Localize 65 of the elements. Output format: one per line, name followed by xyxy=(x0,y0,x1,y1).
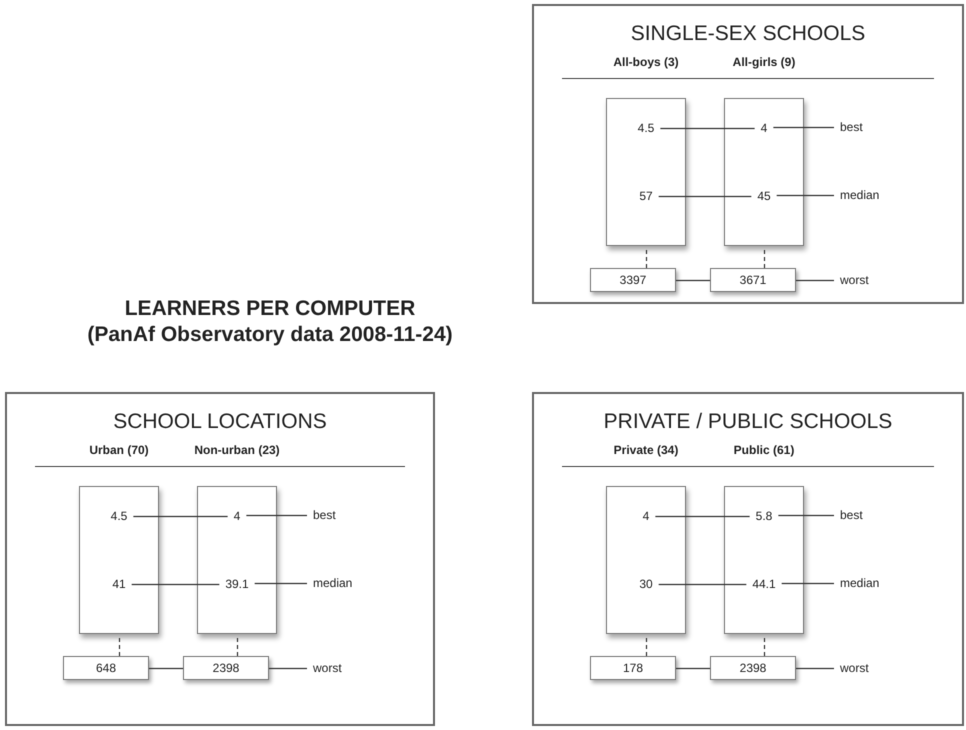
value-text: 30 xyxy=(633,575,659,593)
panel xyxy=(532,392,964,726)
panel xyxy=(532,4,964,304)
connector-line xyxy=(658,196,752,198)
connector-line xyxy=(655,516,750,518)
column-header: All-girls (9) xyxy=(732,55,796,69)
panel-title: SCHOOL LOCATIONS xyxy=(112,410,328,434)
connector-line xyxy=(796,280,834,282)
value-text: 41 xyxy=(106,575,132,593)
connector-line xyxy=(149,668,183,670)
connector-line xyxy=(676,280,710,282)
dashed-line xyxy=(646,638,648,656)
connector-line xyxy=(246,514,307,516)
connector-line xyxy=(132,584,220,586)
row-label: best xyxy=(834,118,869,136)
dashed-line xyxy=(118,638,120,656)
connector-line xyxy=(133,516,228,518)
connector-line xyxy=(658,584,746,586)
value-box: 3671 xyxy=(710,268,796,292)
dashed-line xyxy=(646,250,648,268)
subtitle: (PanAf Observatory data 2008-11-24) xyxy=(87,322,453,348)
title: LEARNERS PER COMPUTER xyxy=(124,296,416,322)
connector-line xyxy=(776,194,834,196)
dashed-line xyxy=(236,638,238,656)
value-box: 2398 xyxy=(183,656,269,680)
dashed-line xyxy=(764,638,766,656)
value-text: 45 xyxy=(751,187,777,205)
column-header: Non-urban (23) xyxy=(194,443,280,457)
value-text: 44.1 xyxy=(746,575,782,593)
value-text: 4 xyxy=(754,119,774,137)
column-header: Public (61) xyxy=(734,443,794,457)
panel-title: SINGLE-SEX SCHOOLS xyxy=(630,22,866,46)
row-label: best xyxy=(307,506,342,524)
panel xyxy=(5,392,435,726)
value-box: 178 xyxy=(590,656,676,680)
connector-line xyxy=(796,668,834,670)
value-text: 5.8 xyxy=(750,507,778,525)
value-box: 2398 xyxy=(710,656,796,680)
connector-line xyxy=(773,126,834,128)
column-header: Urban (70) xyxy=(89,443,149,457)
value-box: 3397 xyxy=(590,268,676,292)
connector-line xyxy=(660,128,755,130)
row-label: median xyxy=(834,574,886,592)
value-text: 57 xyxy=(633,187,659,205)
column-header: All-boys (3) xyxy=(613,55,679,69)
value-box: 648 xyxy=(63,656,149,680)
connector-line xyxy=(676,668,710,670)
connector-line xyxy=(254,582,307,584)
row-label: worst xyxy=(834,271,875,289)
value-text: 4.5 xyxy=(104,507,134,525)
row-label: worst xyxy=(834,659,875,677)
panel-title: PRIVATE / PUBLIC SCHOOLS xyxy=(602,410,894,434)
value-text: 39.1 xyxy=(219,575,255,593)
value-text: 4 xyxy=(228,507,246,525)
value-text: 4 xyxy=(636,507,656,525)
connector-line xyxy=(782,582,834,584)
column-header: Private (34) xyxy=(614,443,678,457)
row-label: median xyxy=(307,574,358,592)
dashed-line xyxy=(764,250,766,268)
connector-line xyxy=(778,514,834,516)
connector-line xyxy=(269,668,307,670)
row-label: best xyxy=(834,506,869,524)
row-label: median xyxy=(834,186,886,204)
row-label: worst xyxy=(307,659,348,677)
value-text: 4.5 xyxy=(632,119,660,137)
